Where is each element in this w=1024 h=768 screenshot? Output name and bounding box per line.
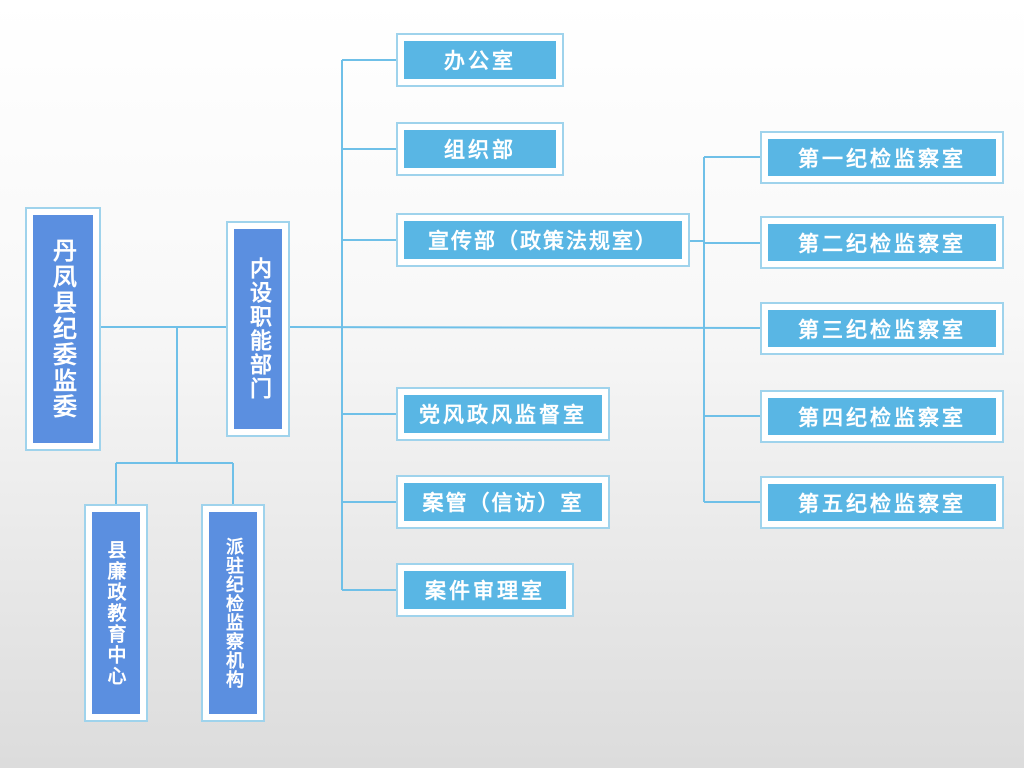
department-node: 宣传部（政策法规室） <box>396 213 690 267</box>
department-node: 办公室 <box>396 33 564 87</box>
inspection-room-node: 第一纪检监察室 <box>760 131 1004 184</box>
root-node-label: 丹凤县纪委监委 <box>33 215 93 443</box>
inspection-room-label: 第三纪检监察室 <box>768 310 996 347</box>
education-center-label: 县廉政教育中心 <box>92 512 140 714</box>
internal-departments-node: 内设职能部门 <box>226 221 290 437</box>
inspection-room-node: 第三纪检监察室 <box>760 302 1004 355</box>
stationed-agency-label: 派驻纪检监察机构 <box>209 512 257 714</box>
department-node: 案件审理室 <box>396 563 574 617</box>
inspection-room-label: 第五纪检监察室 <box>768 484 996 521</box>
department-node: 案管（信访）室 <box>396 475 610 529</box>
root-node: 丹凤县纪委监委 <box>25 207 101 451</box>
department-label: 案管（信访）室 <box>404 483 602 521</box>
department-label: 党风政风监督室 <box>404 395 602 433</box>
department-label: 宣传部（政策法规室） <box>404 221 682 259</box>
department-label: 案件审理室 <box>404 571 566 609</box>
department-node: 党风政风监督室 <box>396 387 610 441</box>
inspection-room-node: 第五纪检监察室 <box>760 476 1004 529</box>
inspection-room-node: 第四纪检监察室 <box>760 390 1004 443</box>
department-node: 组织部 <box>396 122 564 176</box>
department-label: 办公室 <box>404 41 556 79</box>
inspection-room-node: 第二纪检监察室 <box>760 216 1004 269</box>
internal-departments-label: 内设职能部门 <box>234 229 282 429</box>
department-label: 组织部 <box>404 130 556 168</box>
inspection-room-label: 第一纪检监察室 <box>768 139 996 176</box>
stationed-agency-node: 派驻纪检监察机构 <box>201 504 265 722</box>
education-center-node: 县廉政教育中心 <box>84 504 148 722</box>
inspection-room-label: 第二纪检监察室 <box>768 224 996 261</box>
inspection-room-label: 第四纪检监察室 <box>768 398 996 435</box>
